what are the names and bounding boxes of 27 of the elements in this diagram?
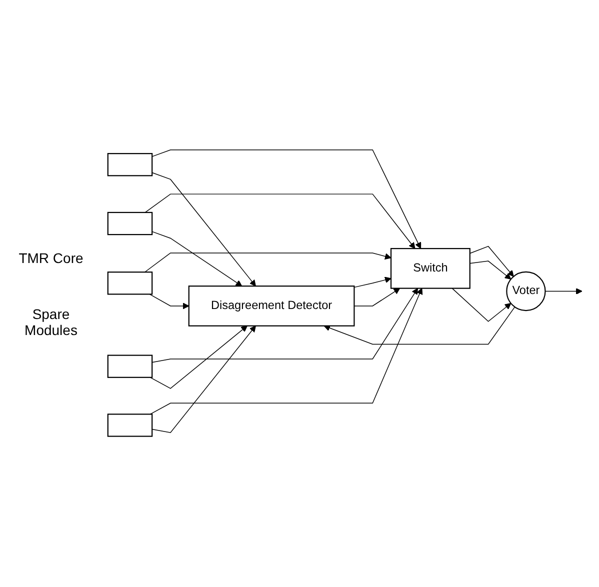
arrow <box>452 288 512 322</box>
arrow <box>149 294 190 310</box>
node-box: Disagreement Detector <box>188 286 355 327</box>
arrow <box>152 326 256 434</box>
arrow <box>470 261 512 280</box>
arrow <box>544 288 582 295</box>
node-circle: Voter <box>506 272 546 312</box>
arrow <box>150 326 248 390</box>
arrow <box>152 150 422 250</box>
arrow <box>354 277 392 288</box>
arrow <box>152 172 256 287</box>
arrow <box>354 288 400 307</box>
group-label: Spare Modules <box>24 306 78 338</box>
arrow <box>152 232 242 287</box>
arrow <box>470 246 514 278</box>
node-box: Switch <box>390 248 470 290</box>
arrow <box>144 253 392 273</box>
node-box <box>107 153 153 177</box>
node-box <box>107 355 153 378</box>
arrow <box>144 194 416 250</box>
group-label: TMR Core <box>18 250 84 266</box>
arrow <box>324 307 516 346</box>
node-box <box>107 272 153 296</box>
arrow <box>150 288 423 415</box>
node-box <box>107 212 153 236</box>
arrow <box>152 288 418 364</box>
node-box <box>107 414 153 438</box>
